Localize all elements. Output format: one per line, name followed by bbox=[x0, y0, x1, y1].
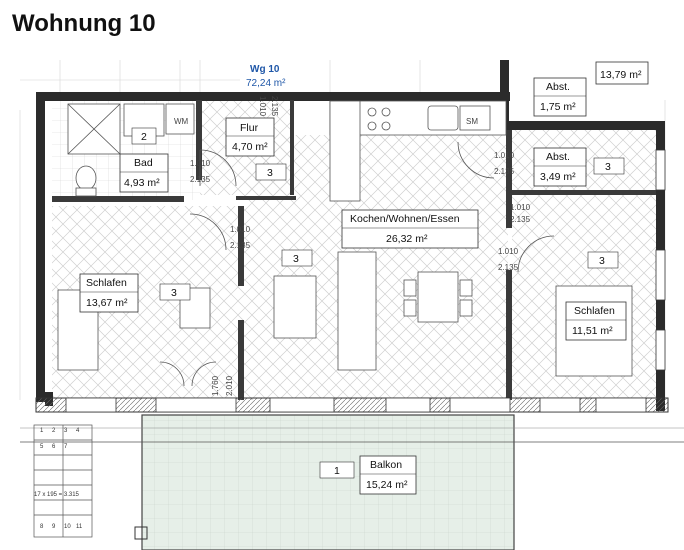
room-name: Schlafen bbox=[574, 305, 615, 317]
balcony-outline bbox=[141, 414, 515, 550]
stair-number: 10 bbox=[64, 524, 71, 530]
room-name: Abst. bbox=[546, 151, 570, 163]
room-label-abst-top: Abst. 1,75 m² bbox=[533, 77, 587, 117]
bathroom-fixtures bbox=[67, 103, 195, 197]
room-area: 13,67 m² bbox=[86, 297, 128, 309]
room-label-balkon: Balkon 15,24 m² 1 bbox=[319, 455, 417, 495]
east-windows bbox=[655, 149, 666, 371]
door-width: 1.010 bbox=[190, 159, 211, 168]
room-label-flur: Flur 4,70 m² 3 bbox=[225, 117, 287, 181]
room-code: 3 bbox=[171, 287, 177, 299]
door-height: 2.135 bbox=[230, 241, 251, 250]
door-dim-7: 1.760 2.010 bbox=[211, 375, 234, 396]
room-area: 26,32 m² bbox=[386, 233, 428, 245]
room-code: 1 bbox=[334, 465, 340, 477]
room-code: 3 bbox=[599, 255, 605, 267]
room-name: Balkon bbox=[370, 459, 402, 471]
door-dim-6: 1.010 2.135 bbox=[510, 203, 531, 224]
neighbor-box bbox=[595, 61, 649, 85]
stair-number: 11 bbox=[76, 524, 83, 530]
door-height: 2.135 bbox=[494, 167, 515, 176]
stair-label: 17 x 195 = 3.315 bbox=[34, 492, 80, 498]
room-label-kochen: Kochen/Wohnen/Essen 26,32 m² 3 bbox=[281, 209, 479, 267]
door-dim-5: 1.010 2.135 bbox=[258, 96, 279, 117]
room-name: Schlafen bbox=[86, 277, 127, 289]
room-label-schlafen-right: Schlafen 11,51 m² 3 bbox=[565, 251, 627, 341]
stair-number: 2 bbox=[52, 428, 56, 434]
door-swings bbox=[159, 141, 555, 387]
stair-number: 8 bbox=[40, 524, 44, 530]
neighbor-area: 13,79 m² bbox=[600, 69, 642, 81]
room-area: 1,75 m² bbox=[540, 101, 576, 113]
stair-number: 1 bbox=[40, 428, 44, 434]
door-width: 1.010 bbox=[230, 225, 251, 234]
room-name: Abst. bbox=[546, 81, 570, 93]
door-width: 1.010 bbox=[258, 96, 267, 117]
stair-number: 4 bbox=[76, 428, 80, 434]
room-area: 11,51 m² bbox=[572, 325, 613, 337]
room-area: 4,93 m² bbox=[124, 177, 160, 189]
room-area: 15,24 m² bbox=[366, 479, 408, 491]
plan-title: Wohnung 10 bbox=[12, 10, 156, 37]
room-label-bad: Bad 4,93 m² 2 bbox=[119, 127, 169, 193]
interior-walls bbox=[52, 100, 656, 400]
door-height: 2.135 bbox=[498, 263, 519, 272]
room-code: 2 bbox=[141, 131, 147, 143]
stair-number: 5 bbox=[40, 444, 44, 450]
apartment-label: Wg 10 bbox=[250, 64, 280, 75]
room-label-abst-mid: Abst. 3,49 m² 3 bbox=[533, 147, 625, 187]
room-area: 3,49 m² bbox=[540, 171, 576, 183]
fridge-label: SM bbox=[466, 117, 478, 126]
room-area: 4,70 m² bbox=[232, 141, 268, 153]
door-height: 2.135 bbox=[510, 215, 531, 224]
door-dim-2: 1.010 2.135 bbox=[230, 225, 251, 250]
room-name: Bad bbox=[134, 157, 153, 169]
kitchen-counter bbox=[329, 100, 507, 202]
door-width: 1.010 bbox=[498, 247, 519, 256]
floor-balcony-tiles bbox=[142, 415, 514, 550]
room-code: 3 bbox=[605, 161, 611, 173]
door-height: 2.135 bbox=[270, 96, 279, 117]
room-code: 3 bbox=[293, 253, 299, 265]
room-name: Kochen/Wohnen/Essen bbox=[350, 213, 460, 225]
stair-number: 7 bbox=[64, 444, 68, 450]
door-width: 1.760 bbox=[211, 375, 220, 396]
room-label-schlafen-left: Schlafen 13,67 m² 3 bbox=[79, 273, 191, 313]
stair-number: 9 bbox=[52, 524, 56, 530]
stair-number: 3 bbox=[64, 428, 68, 434]
door-dim-4: 1.010 2.135 bbox=[498, 247, 519, 272]
door-dim-3: 1.010 2.135 bbox=[494, 151, 515, 176]
stair-numbers: 1 2 3 4 5 6 7 8 9 10 11 bbox=[40, 428, 83, 530]
apartment-area: 72,24 m² bbox=[246, 78, 286, 89]
room-code: 3 bbox=[267, 167, 273, 179]
door-width: 1.010 bbox=[494, 151, 515, 160]
door-dim-1: 1.010 2.135 bbox=[190, 159, 211, 184]
door-width: 1.010 bbox=[510, 203, 531, 212]
staircase bbox=[33, 424, 93, 538]
room-name: Flur bbox=[240, 122, 259, 134]
washer-label: WM bbox=[174, 117, 189, 126]
door-height: 2.135 bbox=[190, 175, 211, 184]
stair-number: 6 bbox=[52, 444, 56, 450]
south-windows bbox=[65, 397, 647, 413]
door-height: 2.010 bbox=[225, 375, 234, 396]
